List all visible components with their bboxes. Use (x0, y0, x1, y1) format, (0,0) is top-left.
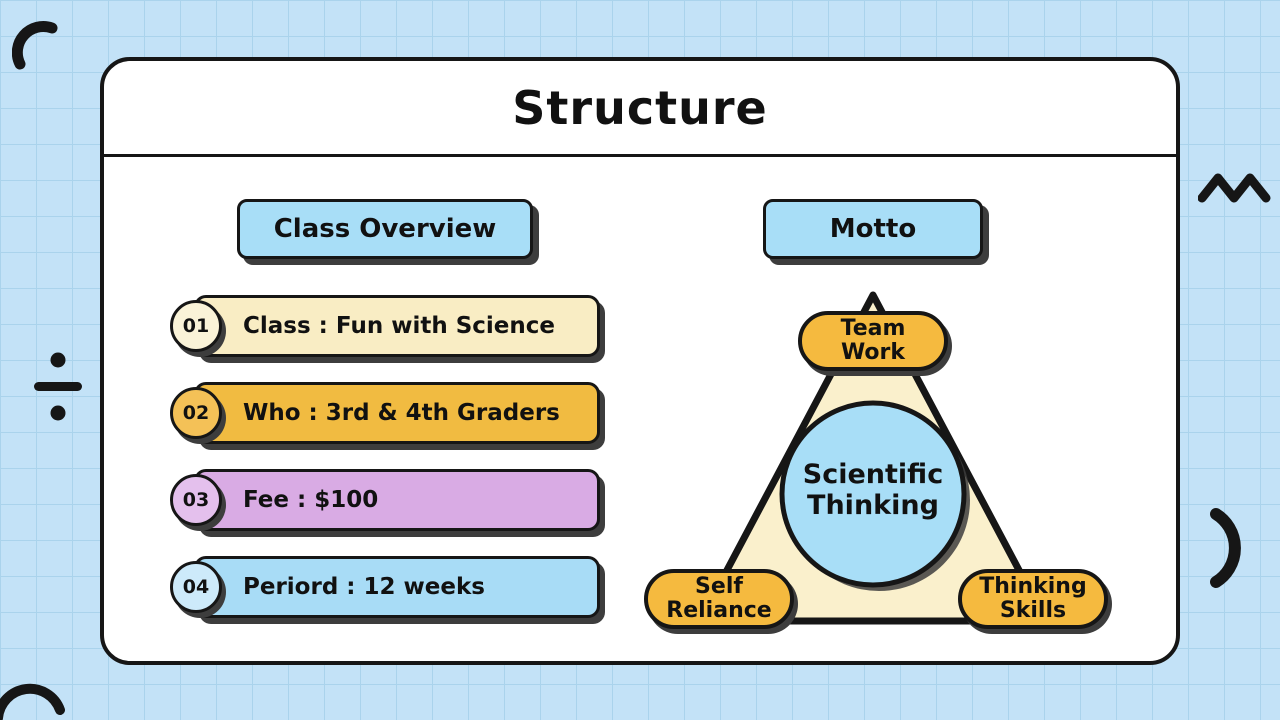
item-label-bar: Who : 3rd & 4th Graders (194, 382, 600, 444)
motto-node-self-reliance: Self Reliance (644, 569, 794, 629)
arc-decoration-icon (12, 21, 58, 70)
motto-node-thinking-skills: Thinking Skills (958, 569, 1108, 629)
card-body: Class Overview 01 Class : Fun with Scien… (104, 157, 1176, 661)
division-sign-icon (34, 352, 82, 421)
item-number-badge: 04 (170, 561, 222, 613)
structure-card: Structure Class Overview 01 Class : Fun … (100, 57, 1180, 665)
list-item: 01 Class : Fun with Science (170, 295, 600, 357)
card-header: Structure (104, 61, 1176, 157)
crescent-icon (1210, 508, 1241, 588)
motto-section: Motto Scientific Thinking Team Work Self… (600, 199, 1146, 661)
motto-triangle-diagram: Scientific Thinking Team Work Self Relia… (638, 281, 1108, 651)
item-label-bar: Fee : $100 (194, 469, 600, 531)
motto-node-team-work: Team Work (798, 311, 948, 371)
list-item: 04 Periord : 12 weeks (170, 556, 600, 618)
triangle-shape (696, 291, 1050, 625)
center-node-label: Scientific Thinking (802, 459, 944, 522)
item-number-badge: 01 (170, 300, 222, 352)
item-number-badge: 02 (170, 387, 222, 439)
list-item: 03 Fee : $100 (170, 469, 600, 531)
page-title: Structure (512, 80, 768, 135)
list-item: 02 Who : 3rd & 4th Graders (170, 382, 600, 444)
class-overview-header: Class Overview (236, 199, 534, 259)
item-number-badge: 03 (170, 474, 222, 526)
zigzag-icon (1198, 173, 1271, 203)
motto-header: Motto (763, 199, 983, 259)
corner-arc-icon (0, 683, 65, 720)
item-label-bar: Periord : 12 weeks (194, 556, 600, 618)
class-overview-section: Class Overview 01 Class : Fun with Scien… (170, 199, 600, 661)
item-label-bar: Class : Fun with Science (194, 295, 600, 357)
